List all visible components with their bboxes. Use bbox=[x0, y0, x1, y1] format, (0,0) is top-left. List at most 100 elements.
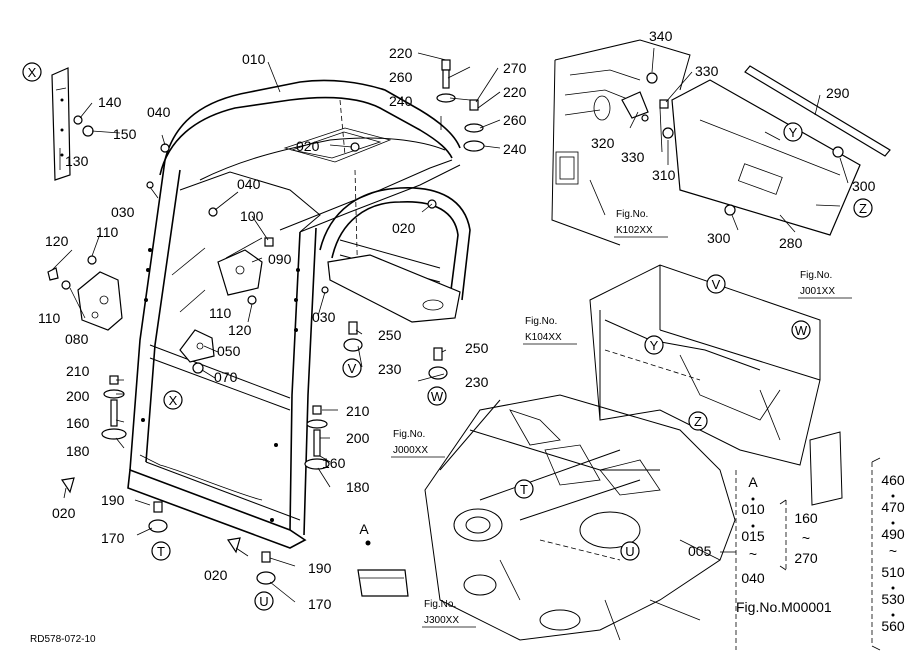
callout-180-right: 180 bbox=[346, 479, 370, 495]
callout-010: 010 bbox=[242, 51, 266, 67]
callout-050: 050 bbox=[217, 343, 241, 359]
callout-030-right: 030 bbox=[312, 309, 336, 325]
fig-j001-label: Fig.No. bbox=[800, 270, 832, 281]
fig-j300-code: J300XX bbox=[424, 615, 459, 626]
fig-j000-code: J000XX bbox=[393, 445, 428, 456]
callout-160-right: 160 bbox=[322, 455, 346, 471]
callout-340: 340 bbox=[649, 28, 673, 44]
callout-140: 140 bbox=[98, 94, 122, 110]
marker-t-frame: T bbox=[157, 544, 165, 559]
callout-280: 280 bbox=[779, 235, 803, 251]
serial-c-4: ~ bbox=[889, 543, 897, 559]
marker-w-frame: W bbox=[431, 389, 444, 404]
bracket-080 bbox=[77, 271, 123, 331]
callout-100: 100 bbox=[240, 208, 264, 224]
callout-170-right: 170 bbox=[308, 596, 332, 612]
serial-a-item-4: 040 bbox=[741, 570, 765, 586]
callout-110-top: 110 bbox=[96, 224, 119, 240]
callout-240-top: 240 bbox=[389, 93, 413, 109]
panel-leader-lines bbox=[589, 47, 849, 233]
machine-body bbox=[424, 264, 843, 641]
callout-030-left: 030 bbox=[111, 204, 135, 220]
callout-210-right: 210 bbox=[346, 403, 370, 419]
detail-a-label: A bbox=[359, 521, 369, 537]
callout-300-left: 300 bbox=[707, 230, 731, 246]
callout-260-top: 260 bbox=[389, 69, 413, 85]
callout-160-left: 160 bbox=[66, 415, 90, 431]
serial-b-to: 270 bbox=[794, 550, 818, 566]
marker-x-top: X bbox=[28, 65, 37, 80]
callout-020-bottom: 020 bbox=[204, 567, 228, 583]
callout-240-right: 240 bbox=[503, 141, 527, 157]
marker-v-body: V bbox=[712, 277, 721, 292]
callout-330-top: 330 bbox=[695, 63, 719, 79]
serial-c-7: 560 bbox=[881, 618, 905, 634]
marker-y-body: Y bbox=[650, 338, 659, 353]
detail-a-bracket bbox=[357, 540, 409, 597]
marker-y-panel: Y bbox=[789, 125, 798, 140]
callout-290: 290 bbox=[826, 85, 850, 101]
callout-130: 130 bbox=[65, 153, 89, 169]
callout-110-left: 110 bbox=[38, 310, 61, 326]
serial-a-item-3: ~ bbox=[749, 546, 757, 562]
serial-c-1: 460 bbox=[881, 472, 905, 488]
marker-v-frame: V bbox=[348, 361, 357, 376]
callout-230-left: 230 bbox=[378, 361, 402, 377]
marker-t-body: T bbox=[520, 482, 528, 497]
callout-230-right: 230 bbox=[465, 374, 489, 390]
callout-310: 310 bbox=[652, 167, 676, 183]
fig-j300-label: Fig.No. bbox=[424, 599, 456, 610]
serial-c-6: 530 bbox=[881, 591, 905, 607]
serial-c-5: 510 bbox=[881, 564, 905, 580]
callout-300-right: 300 bbox=[852, 178, 876, 194]
side-cover-130 bbox=[51, 67, 71, 181]
callout-210-left: 210 bbox=[66, 363, 90, 379]
callout-270: 270 bbox=[503, 60, 527, 76]
callout-005: 005 bbox=[688, 543, 712, 559]
instrument-panel-detail bbox=[551, 39, 891, 246]
serial-a-header: A bbox=[748, 474, 758, 490]
callout-190-right: 190 bbox=[308, 560, 332, 576]
callout-080: 080 bbox=[65, 331, 89, 347]
serial-b-sep: ~ bbox=[802, 530, 810, 546]
fig-k102-code: K102XX bbox=[616, 225, 653, 236]
serial-a-item-1: 010 bbox=[741, 501, 765, 517]
callout-labels: 010 020 020 020 020 030 030 040 040 050 … bbox=[38, 28, 876, 612]
marker-w-body: W bbox=[795, 323, 808, 338]
leader-lines bbox=[51, 52, 501, 603]
bracket-050 bbox=[179, 329, 215, 363]
callout-120-mid: 120 bbox=[228, 322, 252, 338]
callout-220-right: 220 bbox=[503, 84, 527, 100]
callout-260-right: 260 bbox=[503, 112, 527, 128]
callout-040-top: 040 bbox=[147, 104, 171, 120]
callout-200-right: 200 bbox=[346, 430, 370, 446]
callout-200-left: 200 bbox=[66, 388, 90, 404]
callout-250-left: 250 bbox=[378, 327, 402, 343]
serial-c-3: 490 bbox=[881, 526, 905, 542]
callout-090: 090 bbox=[268, 251, 292, 267]
marker-u-frame: U bbox=[259, 594, 268, 609]
fig-j001-code: J001XX bbox=[800, 286, 835, 297]
serial-b-from: 160 bbox=[794, 510, 818, 526]
serial-range-table: A 010 015 ~ 040 Fig.No.M00001 160 ~ 270 … bbox=[720, 457, 905, 651]
marker-z-panel: Z bbox=[859, 201, 867, 216]
callout-020-rear: 020 bbox=[392, 220, 416, 236]
callout-220-top: 220 bbox=[389, 45, 413, 61]
callout-320: 320 bbox=[591, 135, 615, 151]
callout-120-left: 120 bbox=[45, 233, 69, 249]
fig-j000-label: Fig.No. bbox=[393, 429, 425, 440]
callout-110-mid: 110 bbox=[209, 305, 232, 321]
callout-180-left: 180 bbox=[66, 443, 90, 459]
fig-k104-label: Fig.No. bbox=[525, 316, 557, 327]
fig-k102-label: Fig.No. bbox=[616, 209, 648, 220]
fig-k104-code: K104XX bbox=[525, 332, 562, 343]
serial-a-item-2: 015 bbox=[741, 528, 765, 544]
canopy-frame bbox=[127, 79, 471, 549]
marker-u-body: U bbox=[625, 544, 634, 559]
marker-x-door: X bbox=[169, 393, 178, 408]
callout-040-mid: 040 bbox=[237, 176, 261, 192]
callout-250-right: 250 bbox=[465, 340, 489, 356]
serial-a-fig: Fig.No.M00001 bbox=[736, 599, 832, 615]
serial-c-2: 470 bbox=[881, 499, 905, 515]
